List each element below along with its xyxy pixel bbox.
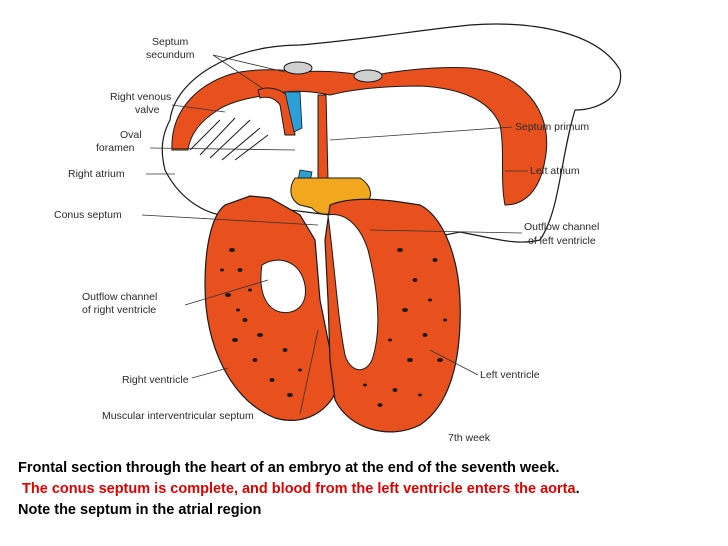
septum-primum [317, 94, 329, 181]
vessel-right [353, 69, 383, 83]
leader-lines [141, 54, 528, 415]
left-outflow-channel [327, 214, 379, 370]
label-septum-secundum-1: Septum [152, 36, 188, 48]
label-oval-foramen-1: Oval [120, 129, 142, 141]
label-outflow-left-1: Outflow channel [524, 221, 599, 233]
label-right-venous-valve-1: Right venous [110, 91, 171, 103]
left-ventricle-trabeculae [363, 248, 447, 407]
label-septum-primum: Septum primum [515, 121, 589, 133]
label-right-atrium: Right atrium [68, 168, 125, 180]
caption-line-2: The conus septum is complete, and blood … [18, 479, 718, 500]
label-right-venous-valve-2: valve [135, 104, 160, 116]
caption-line-3: Note the septum in the atrial region [18, 502, 262, 518]
label-muscular-ivs: Muscular interventricular septum [102, 410, 254, 422]
label-right-ventricle: Right ventricle [122, 374, 189, 386]
label-conus-septum: Conus septum [54, 209, 122, 221]
pectinate-muscles [189, 117, 269, 161]
caption-line-2-red: The conus septum is complete, and blood … [22, 481, 576, 497]
embryo-heart-diagram: Septum secundum Right venous valve Oval … [54, 23, 622, 444]
right-outflow-channel [260, 259, 306, 314]
label-week: 7th week [448, 432, 491, 444]
caption-line-1: Frontal section through the heart of an … [18, 460, 560, 476]
label-oval-foramen-2: foramen [96, 142, 135, 154]
label-septum-secundum-2: secundum [146, 49, 195, 61]
label-left-atrium: Left atrium [530, 165, 580, 177]
vessel-left [283, 61, 313, 75]
caption-line-2-end: . [575, 481, 580, 497]
label-outflow-right-1: Outflow channel [82, 291, 157, 303]
label-outflow-right-2: of right ventricle [82, 304, 156, 316]
right-ventricle-trabeculae [220, 248, 302, 397]
septum-secundum [257, 87, 296, 136]
right-venous-valve [284, 91, 303, 133]
label-outflow-left-2: of left ventricle [528, 235, 596, 247]
label-left-ventricle: Left ventricle [480, 369, 540, 381]
caption: Frontal section through the heart of an … [18, 458, 718, 521]
